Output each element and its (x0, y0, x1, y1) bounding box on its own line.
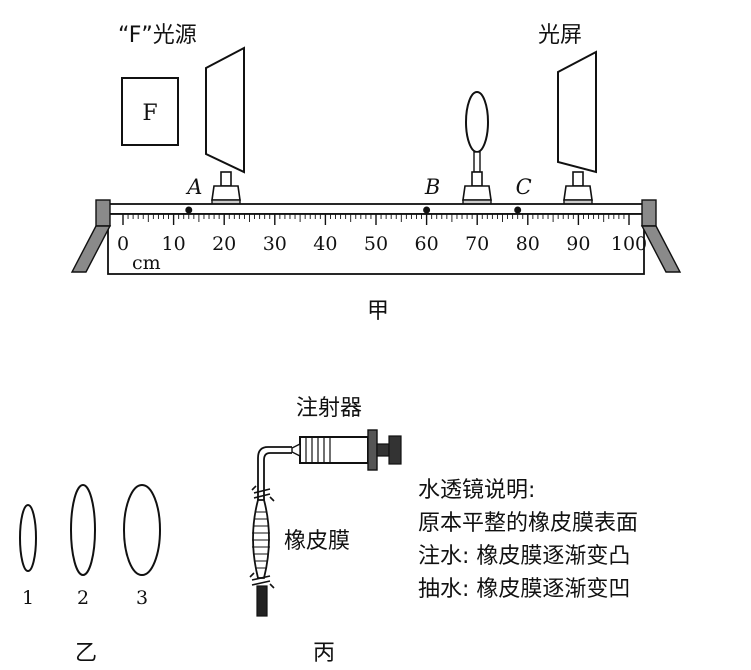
caption-bing: 丙 (313, 641, 335, 666)
bench-point-c (514, 206, 522, 214)
f-object-letter: F (142, 101, 157, 126)
lens-stem (473, 151, 481, 173)
connecting-tube (257, 446, 292, 500)
lens-2-label: 2 (77, 587, 89, 609)
lens-3-label: 3 (136, 587, 148, 609)
membrane-water-lines (252, 511, 270, 569)
notes-line-1: 原本平整的橡皮膜表面 (418, 511, 638, 536)
convex-lens (465, 91, 489, 153)
notes-heading: 水透镜说明: (418, 478, 535, 503)
ruler-ticks (122, 214, 630, 225)
lens-3 (123, 484, 161, 576)
bench-point-b (423, 206, 431, 214)
lens-post (471, 171, 483, 187)
screen-post (572, 171, 584, 187)
ruler-tick-labels: 0 10 20 30 40 50 60 70 80 90 100 (117, 233, 647, 255)
figure-jia: F “F”光源 光屏 0 10 20 30 40 50 60 70 80 90 100 cm (70, 23, 682, 324)
lens-1 (19, 504, 37, 572)
caption-yi: 乙 (75, 641, 97, 666)
bench-point-label-b: B (424, 175, 440, 199)
figure-bing: 注射器 橡皮膜 (249, 396, 638, 666)
membrane-label: 橡皮膜 (284, 529, 350, 554)
syringe-tip (291, 442, 301, 458)
light-source-post (220, 171, 232, 187)
ruler-tick-label: 60 (415, 233, 439, 255)
notes-line-3: 抽水: 橡皮膜逐渐变凹 (418, 577, 630, 602)
left-end-block (95, 199, 111, 227)
syringe-thumb (388, 435, 402, 465)
light-source-board (205, 46, 245, 174)
top-binding (251, 485, 275, 502)
light-source-label: “F”光源 (118, 23, 197, 48)
screen-label: 光屏 (538, 23, 582, 48)
syringe-barrel (299, 436, 369, 464)
ruler-tick-label: 80 (516, 233, 540, 255)
bench-point-a (185, 206, 193, 214)
notes-line-2: 注水: 橡皮膜逐渐变凸 (418, 544, 630, 569)
figure-yi: 1 2 3 乙 (19, 484, 161, 666)
f-object-box (121, 77, 179, 146)
bench-point-label-c: C (516, 175, 532, 199)
ruler-tick-label: 70 (465, 233, 489, 255)
bench-points: A B C (185, 175, 532, 214)
ruler-tick-label: 100 (611, 233, 647, 255)
right-leg (640, 225, 682, 273)
ruler-tick-label: 20 (212, 233, 236, 255)
ruler-tick-label: 90 (566, 233, 590, 255)
lens-1-label: 1 (22, 587, 34, 609)
syringe-label: 注射器 (296, 396, 362, 421)
lens-holder (462, 185, 492, 201)
ruler-tick-label: 50 (364, 233, 388, 255)
bottom-binding (249, 572, 275, 589)
right-end-block (641, 199, 657, 227)
lens-2 (70, 484, 96, 576)
syringe-graduation (305, 437, 331, 463)
ruler-unit: cm (132, 252, 161, 274)
screen-holder (563, 185, 593, 201)
ruler-tick-label: 30 (263, 233, 287, 255)
caption-jia: 甲 (367, 299, 389, 324)
ruler-tick-label: 40 (313, 233, 337, 255)
ruler-tick-label: 10 (162, 233, 186, 255)
syringe-flange (367, 429, 378, 471)
ruler-tick-label: 0 (117, 233, 129, 255)
bench-point-label-a: A (185, 175, 202, 199)
light-source-holder (211, 185, 241, 201)
left-leg (70, 225, 112, 273)
outlet-tube (256, 585, 268, 617)
light-screen (557, 50, 597, 174)
syringe-plunger (376, 443, 390, 457)
